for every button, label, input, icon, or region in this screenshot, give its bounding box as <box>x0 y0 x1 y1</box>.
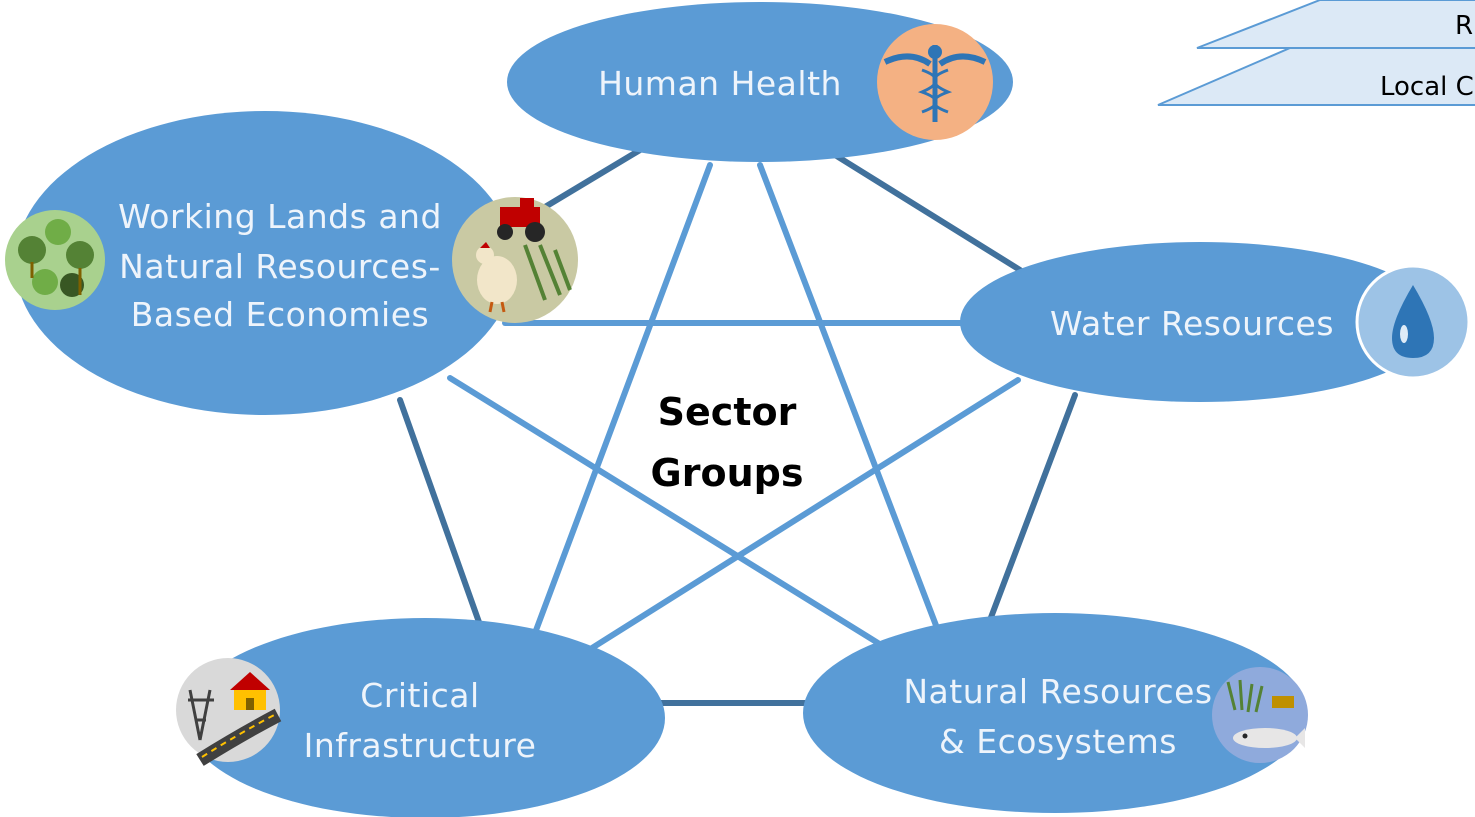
node-working-lands-shape <box>15 111 515 415</box>
node-critical-infrastructure-line2: Infrastructure <box>304 726 537 765</box>
node-working-lands-line3: Based Economies <box>131 295 429 334</box>
node-water-resources[interactable]: Water Resources <box>960 242 1471 402</box>
node-water-resources-shape <box>960 242 1440 402</box>
link-working-natural <box>447 375 881 646</box>
node-critical-infrastructure[interactable]: Critical Infrastructure <box>176 618 665 817</box>
link-health-working <box>537 147 643 213</box>
legend-layer-lower <box>1157 47 1475 106</box>
link-health-water <box>832 152 1023 273</box>
node-working-lands-line1: Working Lands and <box>118 197 442 236</box>
caduceus-icon <box>877 24 993 140</box>
center-label-line1: Sector <box>658 390 797 434</box>
legend-label-upper: R <box>1455 11 1473 41</box>
infrastructure-icon <box>176 658 282 766</box>
node-human-health-label: Human Health <box>598 64 842 103</box>
link-water-critical <box>589 377 1021 651</box>
node-natural-resources-line2: & Ecosystems <box>939 722 1177 761</box>
node-critical-infrastructure-line1: Critical <box>360 676 479 715</box>
legend: R Local C <box>1157 0 1475 106</box>
link-health-critical <box>532 162 713 636</box>
center-label: Sector Groups <box>651 390 804 495</box>
fish-wetland-icon <box>1212 667 1308 763</box>
node-working-lands-line2: Natural Resources- <box>119 247 441 286</box>
link-health-natural <box>757 162 940 631</box>
node-human-health[interactable]: Human Health <box>507 2 1013 162</box>
node-natural-resources-line1: Natural Resources <box>903 672 1212 711</box>
node-working-lands[interactable]: Working Lands and Natural Resources- Bas… <box>5 111 578 415</box>
link-water-natural <box>987 392 1078 623</box>
forest-icon <box>5 210 105 310</box>
outer-links <box>397 147 1078 706</box>
farm-icon <box>452 197 578 323</box>
center-label-line2: Groups <box>651 451 804 495</box>
node-human-health-shape <box>507 2 1013 162</box>
water-drop-icon <box>1355 264 1471 380</box>
node-natural-resources[interactable]: Natural Resources & Ecosystems <box>803 613 1308 813</box>
node-natural-resources-shape <box>803 613 1307 813</box>
node-critical-infrastructure-shape <box>185 618 665 817</box>
inner-links <box>447 162 1021 651</box>
link-critical-working <box>397 397 483 628</box>
legend-label-lower: Local C <box>1380 72 1474 102</box>
node-water-resources-label: Water Resources <box>1050 304 1334 343</box>
legend-layer-upper <box>1196 0 1475 49</box>
